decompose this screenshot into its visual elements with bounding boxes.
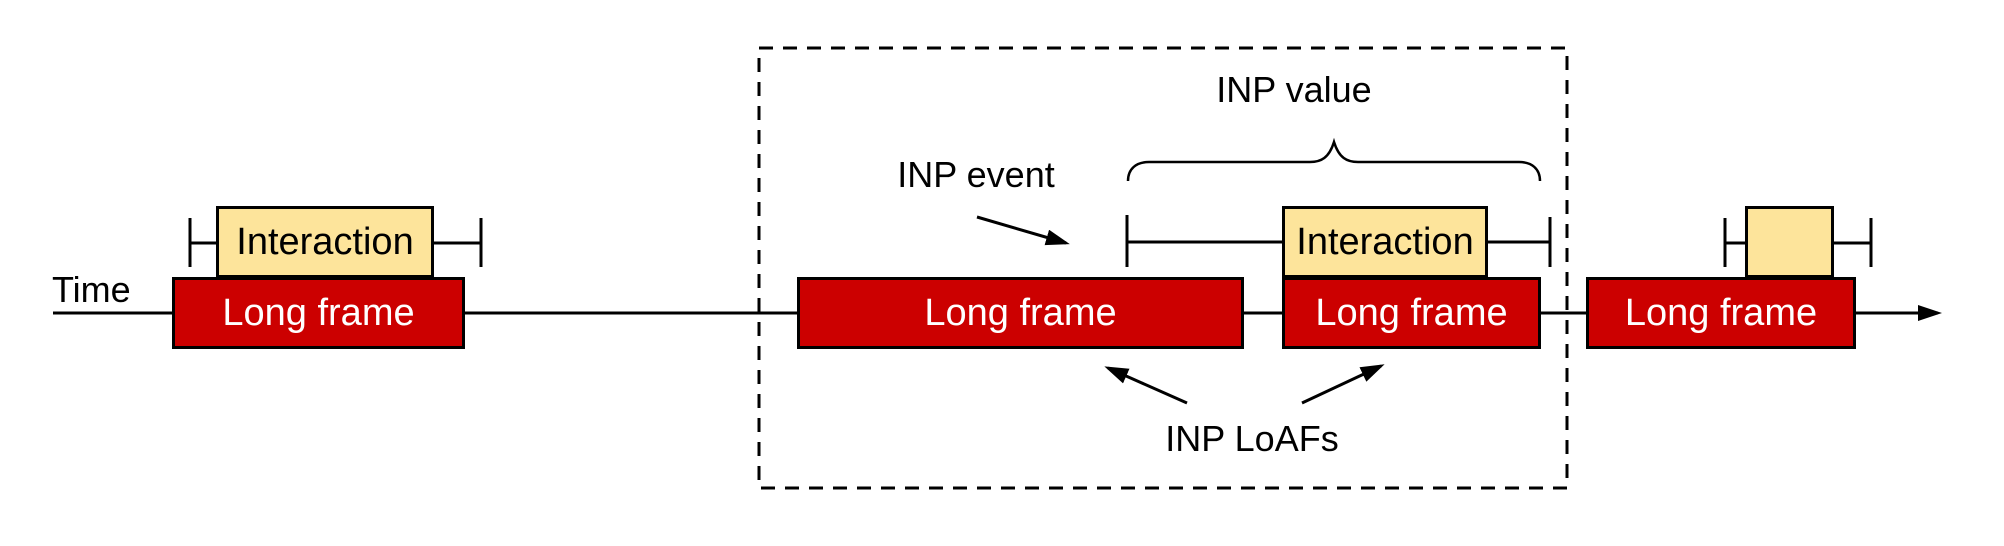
interaction-box-1: Interaction (216, 206, 434, 278)
inp-loafs-label: INP LoAFs (1165, 418, 1339, 459)
inp-event-arrow (976, 215, 1070, 246)
long-frame-box-2-label: Long frame (924, 292, 1117, 334)
inp-loafs-arrow-left (1104, 366, 1188, 405)
time-label: Time (52, 269, 131, 310)
interaction-3-left-whisker (1723, 218, 1745, 267)
interaction-box-3 (1745, 206, 1834, 278)
long-frame-box-4-label: Long frame (1624, 292, 1818, 334)
inp-value-brace (1126, 137, 1542, 182)
interaction-1-left-whisker (188, 218, 216, 267)
long-frame-box-1: Long frame (172, 277, 465, 349)
interaction-3-right-whisker (1833, 218, 1873, 267)
long-frame-box-1-label: Long frame (222, 292, 415, 334)
inp-event-label: INP event (897, 154, 1055, 195)
long-frame-box-3: Long frame (1282, 277, 1541, 349)
inp-value-label: INP value (1216, 69, 1372, 110)
interaction-2-right-whisker (1487, 217, 1552, 267)
interaction-2-left-whisker (1125, 215, 1282, 267)
interaction-box-2-label: Interaction (1296, 221, 1474, 263)
long-frame-box-4: Long frame (1586, 277, 1856, 349)
interaction-box-1-label: Interaction (236, 221, 414, 263)
long-frame-box-3-label: Long frame (1315, 292, 1508, 334)
interaction-1-right-whisker (433, 218, 483, 267)
long-frame-box-2: Long frame (797, 277, 1244, 349)
inp-loafs-arrow-right (1301, 364, 1385, 405)
interaction-box-2: Interaction (1282, 206, 1488, 278)
